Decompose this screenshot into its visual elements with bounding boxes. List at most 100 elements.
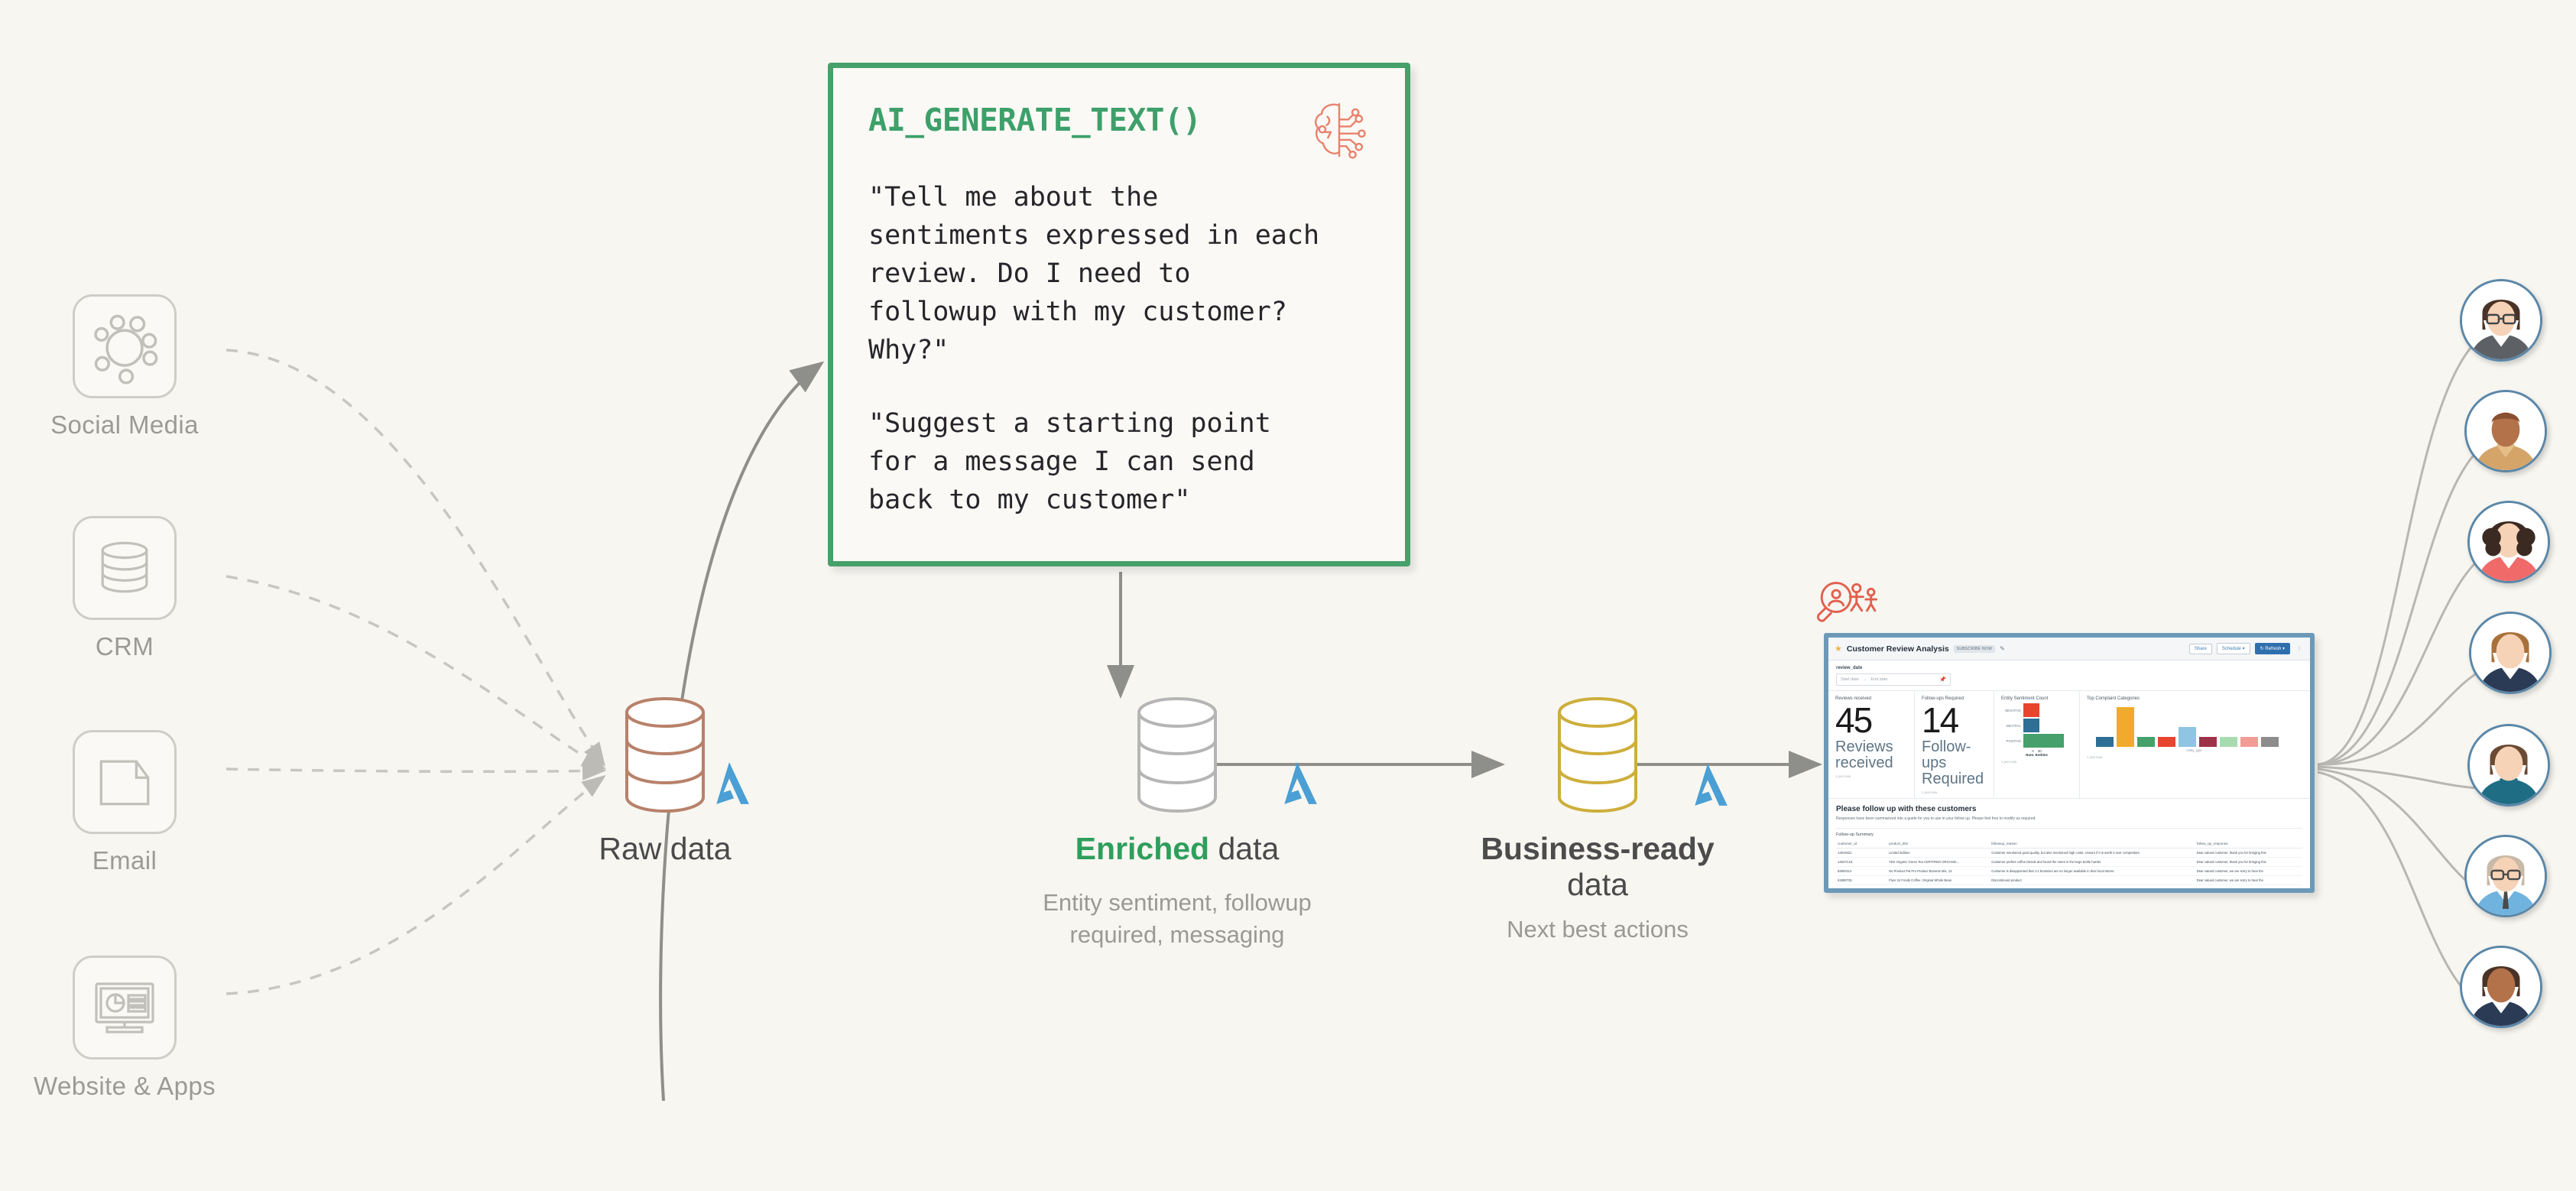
- refresh-button[interactable]: ↻ Refresh ▾: [2254, 643, 2290, 654]
- table-cell: Dear valued customer, we are sorry to he…: [2195, 875, 2302, 885]
- sentiment-bar: [2023, 703, 2040, 717]
- enriched-highlight: Enriched: [1075, 831, 1210, 866]
- customer-search-icon: [1813, 576, 1879, 638]
- raw-data-label: Raw data: [599, 831, 732, 866]
- avatar-woman-glasses[interactable]: [2460, 279, 2542, 362]
- table-cell: Dear valued customer, thank you for brin…: [2195, 848, 2302, 858]
- complaint-bar: [2096, 737, 2114, 747]
- table-cell: Customer is disappointed that 1:1 browni…: [1990, 866, 2195, 876]
- sentiment-bar-row: NEGATIVE: [2001, 703, 2072, 717]
- table-cell: YES Organic Green Tea CERTIFIED ORGANIC.…: [1887, 857, 1990, 867]
- table-cell: 14819421: [1836, 848, 1888, 858]
- more-options-icon[interactable]: ⋮: [2297, 647, 2302, 651]
- complaint-bars: [2087, 701, 2302, 747]
- range-arrow: →: [1862, 677, 1867, 682]
- node-business-ready-data: Business-ready data Next best actions: [1456, 696, 1739, 946]
- ai-brain-icon: [1304, 96, 1374, 166]
- table-cell: Dear valued customer, thank you for brin…: [2195, 857, 2302, 867]
- kpi-sublabel: Follow-ups Required: [1922, 738, 1984, 787]
- complaint-bar: [2261, 737, 2279, 747]
- chart-entity-sentiment: Entity Sentiment Count NEGATIVE NEUTRAL PO…: [1994, 691, 2080, 798]
- start-date-placeholder: Start date: [1841, 677, 1859, 682]
- business-ready-label: Business-ready: [1481, 831, 1715, 866]
- source-label: Social Media: [50, 411, 199, 439]
- share-button[interactable]: Share: [2188, 643, 2212, 654]
- dashboard-filter-bar: review_date Start date → End date 📌: [1828, 660, 2310, 691]
- table-cell: No Product Pal Pro Product Brownie Mix, …: [1887, 866, 1990, 876]
- enriched-rest: data: [1209, 831, 1280, 866]
- enriched-data-label: Enriched data: [1024, 831, 1330, 867]
- source-crm[interactable]: CRM: [29, 516, 220, 661]
- kpi-title: Follow-ups Required: [1922, 696, 1964, 701]
- avatar-woman-bob[interactable]: [2469, 612, 2552, 694]
- sentiment-bar: [2023, 719, 2040, 732]
- complaint-bar: [2240, 737, 2258, 747]
- sentiment-category-label: NEUTRAL: [2006, 723, 2021, 728]
- kpi-value: 14: [1922, 700, 1959, 740]
- followup-paragraph: Responses have been summarized into a gu…: [1836, 816, 2036, 821]
- end-date-placeholder: End date: [1870, 677, 1888, 682]
- table-caption: Follow-up Summary: [1836, 832, 1874, 837]
- kpi-reviews-received: Reviews received 45 Reviews received 1 j…: [1828, 691, 1915, 798]
- complaint-bar: [2179, 727, 2196, 747]
- ai-generate-text-card: AI_GENERATE_TEXT() "Tell me about the se…: [828, 63, 1410, 566]
- avatar-man-glasses-tie[interactable]: [2464, 835, 2547, 917]
- table-cell: Customer mentioned good quality, but als…: [1990, 848, 2195, 858]
- date-range-input[interactable]: Start date → End date 📌: [1836, 673, 1951, 686]
- kpi-followups-required: Follow-ups Required 14 Follow-ups Requir…: [1915, 691, 1994, 798]
- pin-icon[interactable]: 📌: [1939, 677, 1946, 683]
- avatar-woman-curly[interactable]: [2467, 501, 2550, 583]
- avatar-woman-dark-hair[interactable]: [2460, 946, 2542, 1028]
- business-ready-label-2: data: [1567, 867, 1628, 902]
- avatar-bald-man[interactable]: [2464, 390, 2547, 472]
- node-enriched-data: Enriched data Entity sentiment, followup…: [1024, 696, 1330, 951]
- monitor-dashboard-icon: [73, 956, 177, 1060]
- sentiment-category-label: POSITIVE: [2006, 738, 2021, 743]
- aws-athena-logo: [716, 762, 749, 804]
- table-cell: Limited Edition: [1887, 848, 1990, 858]
- database-icon: [73, 516, 177, 620]
- kpi-footer: 1 just now: [1835, 774, 1851, 778]
- table-cell: Flyer 24 Foods Coffee, Original Whole Be…: [1887, 875, 1990, 885]
- business-ready-subtitle: Next best actions: [1507, 916, 1689, 943]
- chart-title: Entity Sentiment Count: [2001, 696, 2049, 701]
- chart-top-complaints: Top Complaint Categories entity_type 1 j…: [2080, 691, 2308, 798]
- dashboard-header: ★ Customer Review Analysis SUBSCRIBE NOW…: [1828, 638, 2310, 660]
- table-header-cell: follow_up_response: [2195, 839, 2302, 849]
- favorite-star-icon[interactable]: ★: [1835, 644, 1842, 654]
- dashboard-screenshot[interactable]: ★ Customer Review Analysis SUBSCRIBE NOW…: [1824, 633, 2315, 893]
- source-website-apps[interactable]: Website & Apps: [29, 956, 220, 1101]
- filter-label: review_date: [1836, 666, 1863, 670]
- table-cell: 61880725: [1836, 875, 1888, 885]
- dashboard-badge: SUBSCRIBE NOW: [1953, 644, 1996, 653]
- source-label: CRM: [95, 632, 154, 660]
- panel-footer: 1 just now: [2001, 760, 2017, 764]
- table-cell: Dear valued customer, we are sorry to he…: [2195, 866, 2302, 876]
- panel-footer: 1 just now: [2087, 755, 2103, 759]
- sentiment-bars: NEGATIVE NEUTRAL POSITIVE: [2001, 703, 2072, 748]
- prompt-text-1: "Tell me about the sentiments expressed …: [868, 182, 1320, 366]
- source-label: Website & Apps: [34, 1072, 216, 1100]
- avatar-man-teal[interactable]: [2467, 724, 2550, 806]
- pencil-icon[interactable]: ✎: [2000, 645, 2005, 652]
- function-name: AI_GENERATE_TEXT(): [868, 102, 1202, 138]
- source-email[interactable]: Email: [29, 730, 220, 875]
- sentiment-category-label: NEGATIVE: [2005, 708, 2021, 712]
- aws-athena-logo: [1284, 762, 1317, 804]
- enriched-data-subtitle: Entity sentiment, followup required, mes…: [1043, 889, 1312, 948]
- table-header-cell: customer_id: [1836, 839, 1888, 849]
- node-raw-data: Raw data: [566, 696, 764, 867]
- sentiment-bar-row: NEUTRAL: [2001, 719, 2072, 732]
- source-social-media[interactable]: Social Media: [29, 294, 220, 440]
- followup-heading: Please follow up with these customers: [1836, 805, 1977, 813]
- table-cell: 82800112: [1836, 866, 1888, 876]
- schedule-button[interactable]: Schedule ▾: [2216, 643, 2250, 654]
